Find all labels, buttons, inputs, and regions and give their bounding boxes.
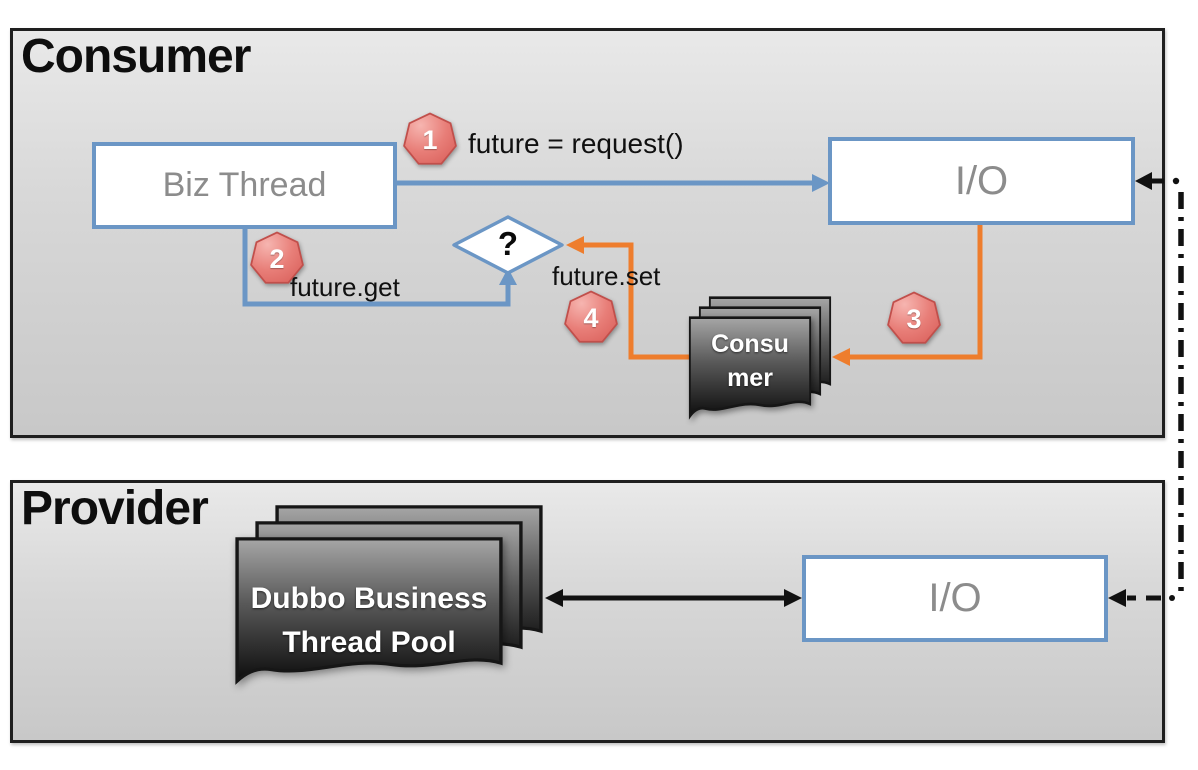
step-badge-1-number: 1 bbox=[422, 124, 438, 155]
consumer-pool-label-line1: Consu bbox=[711, 330, 789, 358]
consumer-pool-label: Consu mer bbox=[688, 328, 812, 396]
dubbo-pool-card-front bbox=[235, 537, 503, 685]
decision-diamond bbox=[452, 215, 564, 275]
consumer-pool-label-line2: mer bbox=[727, 363, 773, 392]
step-badge-3-number: 3 bbox=[906, 303, 922, 334]
consumer-section-title: Consumer bbox=[21, 30, 251, 83]
consumer-io-node: I/O bbox=[828, 137, 1135, 225]
step-badge-1: 1 bbox=[402, 112, 458, 168]
provider-io-label: I/O bbox=[928, 576, 982, 620]
provider-io-node: I/O bbox=[802, 555, 1108, 642]
step-badge-4-number: 4 bbox=[583, 302, 599, 333]
step-badge-3: 3 bbox=[886, 291, 942, 347]
biz-thread-node: Biz Thread bbox=[92, 142, 397, 229]
dubbo-pool-label: Dubbo Business Thread Pool bbox=[233, 577, 505, 664]
dubbo-pool-label-line1: Dubbo Business bbox=[250, 582, 488, 615]
future-get-label: future.get bbox=[290, 272, 400, 302]
future-set-label: future.set bbox=[552, 261, 661, 291]
provider-section-title: Provider bbox=[21, 482, 209, 535]
decision-question-mark: ? bbox=[497, 225, 519, 262]
biz-thread-label: Biz Thread bbox=[162, 166, 327, 204]
edge-network-link-line bbox=[1172, 177, 1184, 598]
consumer-io-label: I/O bbox=[954, 158, 1009, 203]
consumer-section-box: Consu mer bbox=[10, 28, 1165, 438]
step-badge-2-number: 2 bbox=[269, 243, 285, 274]
dubbo-pool-label-line2: Thread Pool bbox=[282, 625, 456, 659]
step-badge-4: 4 bbox=[563, 290, 619, 346]
step-badge-2: 2 bbox=[249, 231, 305, 287]
consumer-pool-card-front bbox=[688, 316, 812, 420]
future-request-label: future = request() bbox=[468, 128, 684, 159]
